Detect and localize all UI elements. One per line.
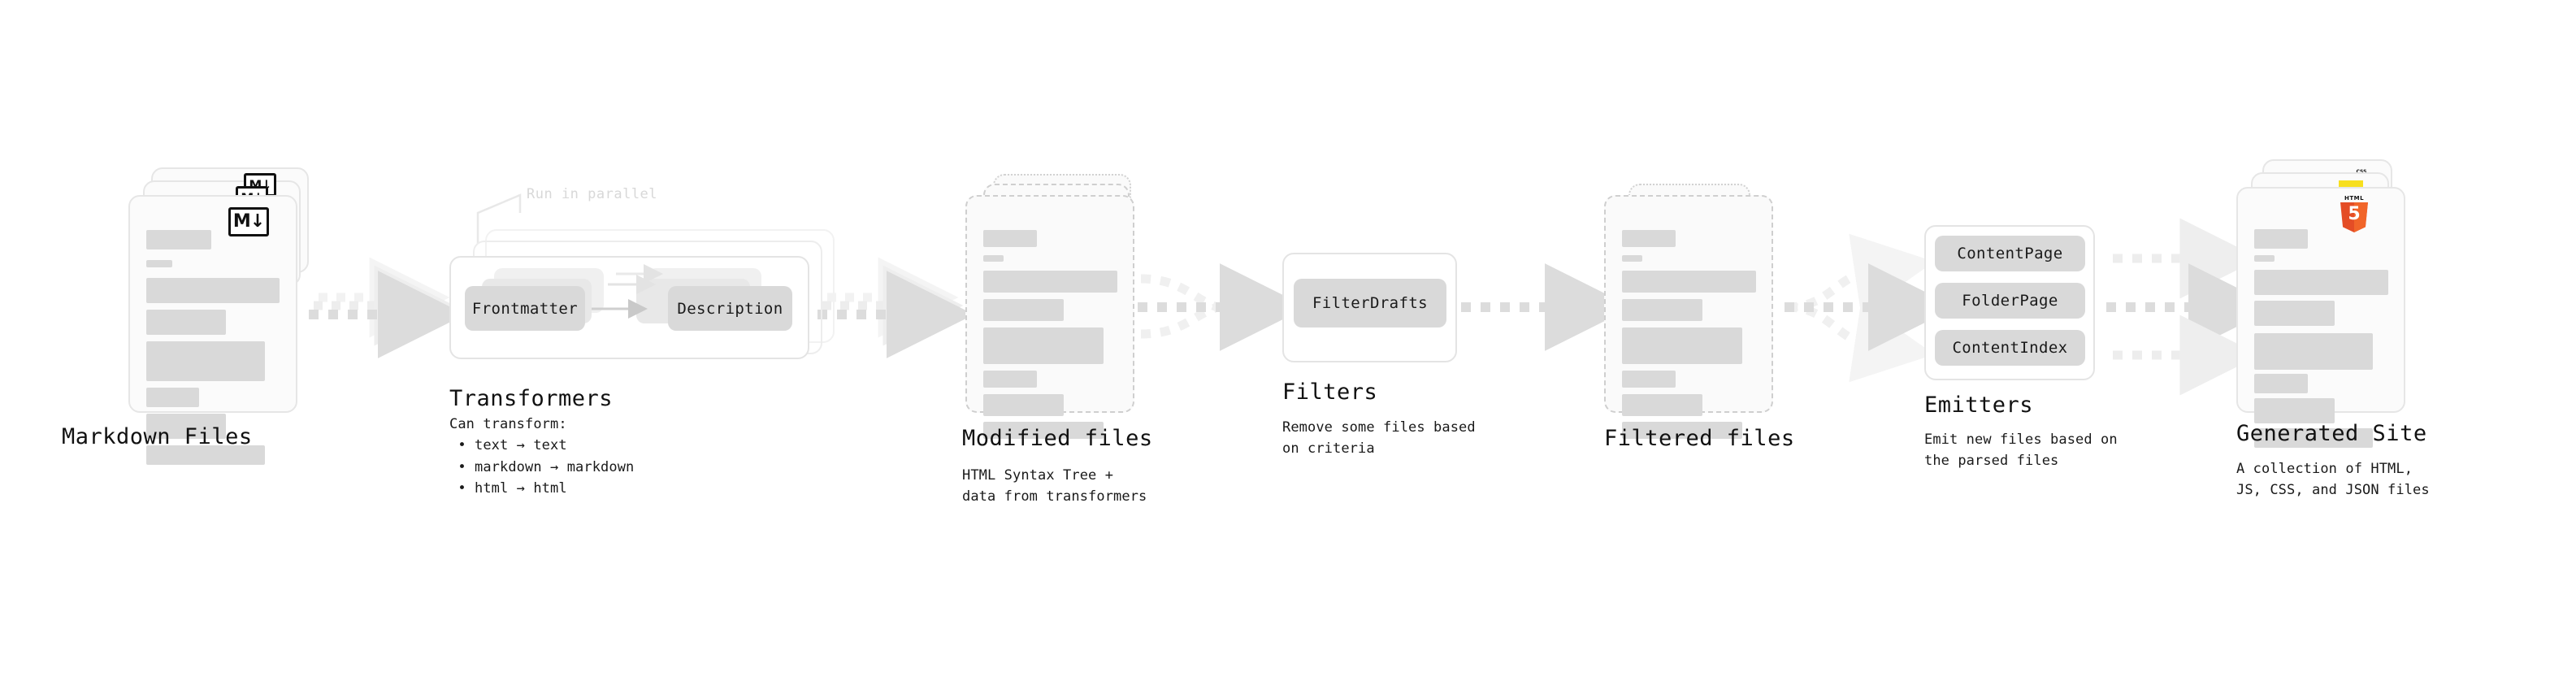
filter-chip-filterdrafts[interactable]: FilterDrafts <box>1294 279 1446 327</box>
site-file-front <box>2236 187 2405 448</box>
skeleton-bar <box>983 394 1064 416</box>
html5-shield <box>2340 202 2368 232</box>
skeleton-bar <box>2254 270 2388 295</box>
stage-desc-filters: Remove some files based on criteria <box>1282 419 1476 458</box>
transformer-chip-description[interactable]: Description <box>668 286 792 331</box>
skeleton-bar <box>1622 255 1642 262</box>
stage-title-markdown-files: Markdown Files <box>62 424 253 449</box>
skeleton-bar <box>1622 394 1702 416</box>
skeleton-bar <box>983 255 1004 262</box>
stage-desc-emitters: Emit new files based on the parsed files <box>1924 432 2118 470</box>
skeleton-bar <box>1622 422 1742 439</box>
skeleton-bar <box>2254 374 2308 393</box>
skeleton-bar <box>983 422 1104 439</box>
stage-title-filters: Filters <box>1282 380 1378 405</box>
skeleton-bar <box>2254 255 2275 262</box>
skeleton-bar <box>983 299 1064 321</box>
skeleton-bar <box>146 388 199 407</box>
skeleton-bar <box>2254 301 2335 326</box>
stage-desc-generated-site: A collection of HTML, JS, CSS, and JSON … <box>2236 461 2430 499</box>
skeleton-bar <box>983 327 1104 364</box>
skeleton-bar <box>146 414 226 439</box>
skeleton-bar <box>1622 299 1702 321</box>
stage-title-filtered-files: Filtered files <box>1604 426 1795 451</box>
stage-title-emitters: Emitters <box>1924 393 2034 418</box>
emitter-chip-contentpage[interactable]: ContentPage <box>1935 236 2085 271</box>
css-logo-label: CSS <box>2351 169 2372 175</box>
modified-file-front <box>965 195 1134 439</box>
markdown-badge-icon: M↓ <box>228 207 269 236</box>
transformer-chip-frontmatter[interactable]: Frontmatter <box>465 286 585 331</box>
stage-desc-transformers: Can transform: • text → text • markdown … <box>449 416 635 497</box>
skeleton-bar <box>983 271 1117 293</box>
skeleton-bar <box>1622 371 1676 388</box>
arrow-modified-to-filters <box>1138 263 1308 351</box>
html5-digit: 5 <box>2348 204 2361 224</box>
skeleton-bar <box>146 445 265 465</box>
stage-title-modified-files: Modified files <box>962 426 1153 451</box>
skeleton-bar <box>2254 333 2373 370</box>
emitter-chip-folderpage[interactable]: FolderPage <box>1935 283 2085 319</box>
run-in-parallel-note: Run in parallel <box>527 186 658 202</box>
markdown-file-front <box>128 195 297 465</box>
stage-desc-modified-files: HTML Syntax Tree + data from transformer… <box>962 467 1147 505</box>
arrow-emitters-to-site <box>2106 218 2276 396</box>
filtered-file-front <box>1604 195 1773 439</box>
skeleton-bar <box>983 230 1037 247</box>
skeleton-bar <box>2254 398 2335 423</box>
skeleton-bar <box>146 260 172 267</box>
html5-logo-icon: HTML 5 <box>2340 195 2368 232</box>
skeleton-bar <box>146 341 265 381</box>
stage-title-transformers: Transformers <box>449 386 614 411</box>
arrow-filtered-to-emitters <box>1785 233 1956 383</box>
skeleton-bar <box>146 230 211 249</box>
skeleton-bar <box>1622 271 1756 293</box>
html5-logo-label: HTML <box>2344 195 2365 202</box>
emitter-chip-contentindex[interactable]: ContentIndex <box>1935 330 2085 366</box>
skeleton-bar <box>2254 428 2373 448</box>
skeleton-bar <box>2254 229 2308 249</box>
arrow-markdown-to-transformers <box>309 257 466 358</box>
skeleton-bar <box>146 310 226 335</box>
stage-title-generated-site: Generated Site <box>2236 421 2427 446</box>
skeleton-bar <box>1622 230 1676 247</box>
skeleton-bar <box>983 371 1037 388</box>
skeleton-bar <box>1622 327 1742 364</box>
skeleton-bar <box>146 278 280 303</box>
